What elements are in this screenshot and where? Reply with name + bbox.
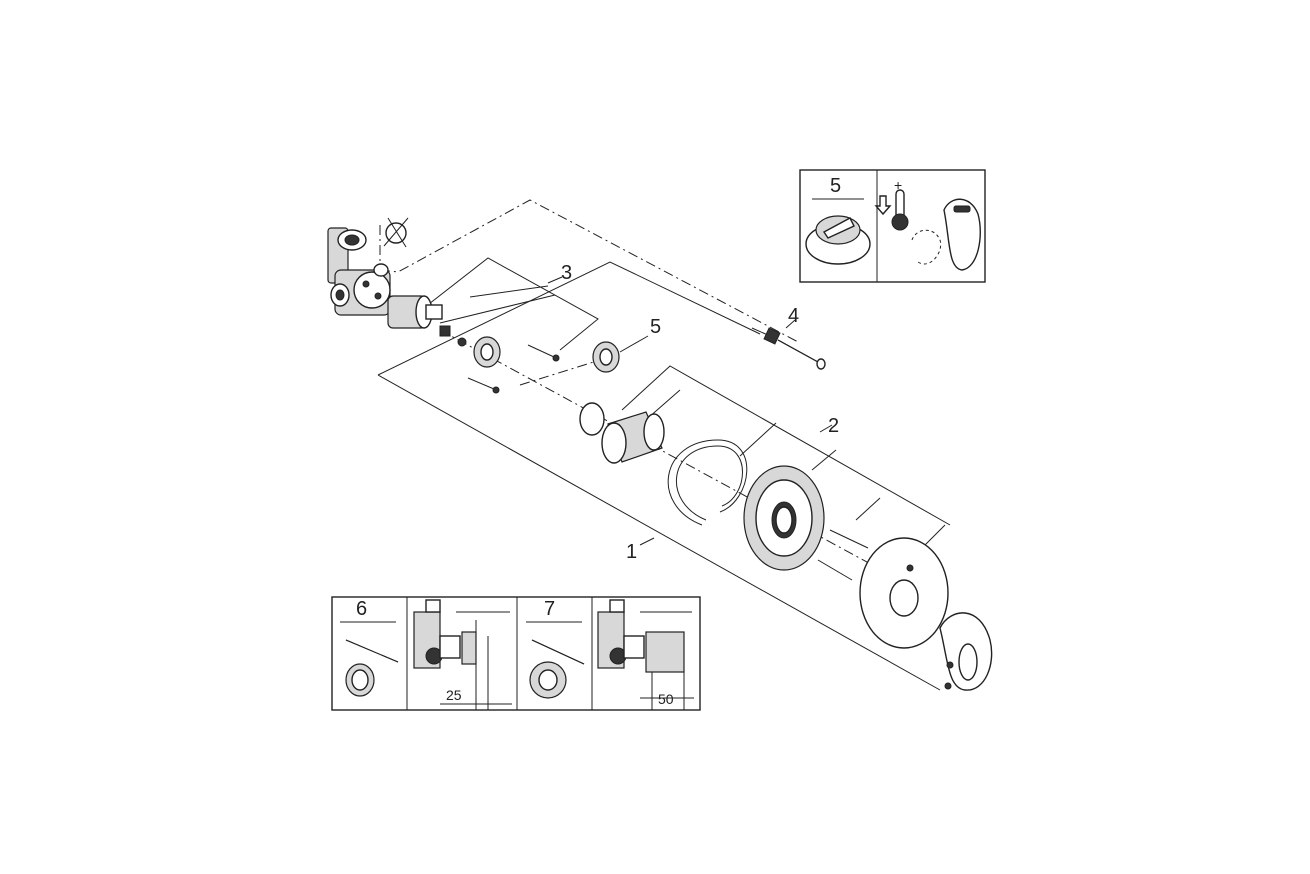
- mounting-plate-part: [743, 465, 825, 571]
- cartridge-part: [387, 295, 560, 394]
- callout-5: 5: [650, 316, 661, 338]
- stop-plug-part: [592, 341, 620, 373]
- valve-body: [327, 227, 391, 316]
- svg-text:+: +: [894, 177, 902, 193]
- sleeve-part: [601, 411, 665, 464]
- escutcheon-plate: [859, 537, 949, 649]
- axis-dashed-lines: [379, 199, 901, 581]
- inset-left-number: 6: [356, 598, 367, 620]
- o-ring-part: [579, 402, 605, 436]
- callout-4: 4: [788, 305, 799, 327]
- callout-1: 1: [626, 541, 637, 563]
- inset-right-number: 7: [544, 598, 555, 620]
- group-outline-lines: [377, 257, 951, 691]
- inset-top-number: 5: [830, 175, 841, 197]
- valve-section-depth-50: 50: [597, 599, 694, 710]
- depth-label-25: 25: [446, 687, 462, 703]
- temperature-stop-icon: [805, 215, 871, 265]
- depth-label-50: 50: [658, 691, 674, 707]
- callout-2: 2: [828, 415, 839, 437]
- retaining-ring-part: [667, 439, 748, 526]
- mounting-screws: [817, 529, 869, 581]
- no-tool-icon: [383, 217, 409, 248]
- callout-3: 3: [561, 262, 572, 284]
- lever-handle: [939, 612, 993, 691]
- thermometer-icon: +: [874, 177, 909, 231]
- valve-section-depth-25: 25: [413, 599, 512, 710]
- inset-temperature-limit: 5 +: [799, 169, 986, 283]
- callouts: 1 2 3 4 5: [561, 262, 839, 563]
- inset-installation-depth: 6 25 7: [331, 596, 701, 711]
- lever-position-icon: [911, 198, 981, 271]
- spindle-part: [751, 327, 826, 370]
